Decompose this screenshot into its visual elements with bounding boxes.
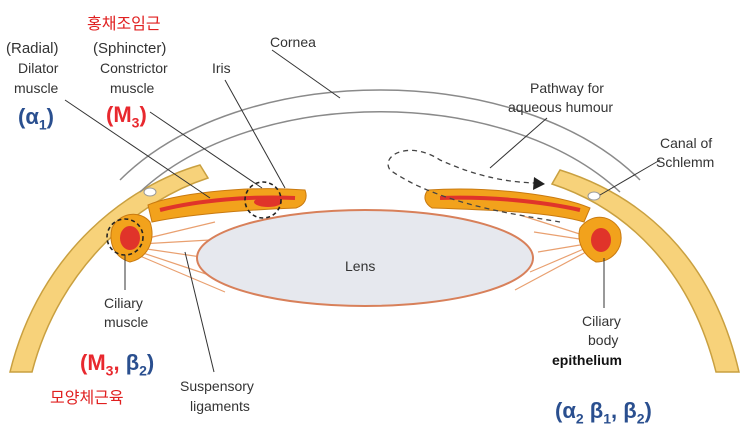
cornea-outer (119, 89, 641, 181)
suspensory-label-line1: Suspensory (180, 378, 254, 394)
radial-label: (Radial) (6, 40, 59, 57)
ciliary-body-label-line1: Ciliary (582, 313, 621, 329)
constrictor-muscle-left (254, 197, 282, 207)
ciliary-body-core (591, 228, 611, 252)
ciliary-muscle-core (120, 226, 140, 250)
pathway-arrow-icon (533, 177, 545, 190)
sclera (9, 164, 210, 373)
sclera-right (550, 169, 740, 373)
dilator-label: Dilator (18, 60, 59, 76)
ciliary-muscle-receptor: (M3, β2) (80, 350, 155, 379)
pathway-label-line1: Pathway for (530, 80, 604, 96)
ciliary-epithelium-receptor: (α2 β1, β2) (555, 398, 652, 427)
suspensory-label-line2: ligaments (190, 398, 250, 414)
constrictor-muscle-label: muscle (110, 80, 155, 96)
canal-of-schlemm-left (143, 187, 157, 197)
constrictor-receptor: (M3) (106, 102, 147, 131)
ciliary-body-label-line3: epithelium (552, 352, 623, 368)
canal-label-line1: Canal of (660, 135, 713, 151)
ciliary-korean-label: 모양체근육 (50, 388, 124, 407)
iris-label: Iris (212, 60, 231, 76)
lens-label: Lens (345, 258, 376, 274)
dilator-muscle-label: muscle (14, 80, 59, 96)
constrictor-label: Constrictor (100, 60, 168, 76)
dilator-receptor: (α1) (18, 104, 54, 133)
lens (196, 209, 534, 307)
cornea-label: Cornea (270, 34, 316, 50)
cornea-inner (139, 111, 621, 193)
pathway-label-line2: aqueous humour (508, 99, 614, 115)
ciliary-muscle-label-line1: Ciliary (104, 295, 143, 311)
iris-right-muscle (439, 195, 581, 212)
leader-lines (64, 49, 661, 373)
ciliary-body-label-line2: body (588, 332, 619, 348)
aqueous-pathway (387, 149, 561, 223)
canal-label-line2: Schlemm (656, 154, 715, 170)
canal-of-schlemm-right (587, 191, 601, 201)
dilator-muscle-band (159, 195, 296, 212)
sphincter-label: (Sphincter) (93, 40, 167, 57)
constrictor-highlight (244, 181, 282, 219)
sphincter-korean-label: 홍채조임근 (87, 14, 161, 33)
ciliary-muscle-label-line2: muscle (104, 314, 149, 330)
